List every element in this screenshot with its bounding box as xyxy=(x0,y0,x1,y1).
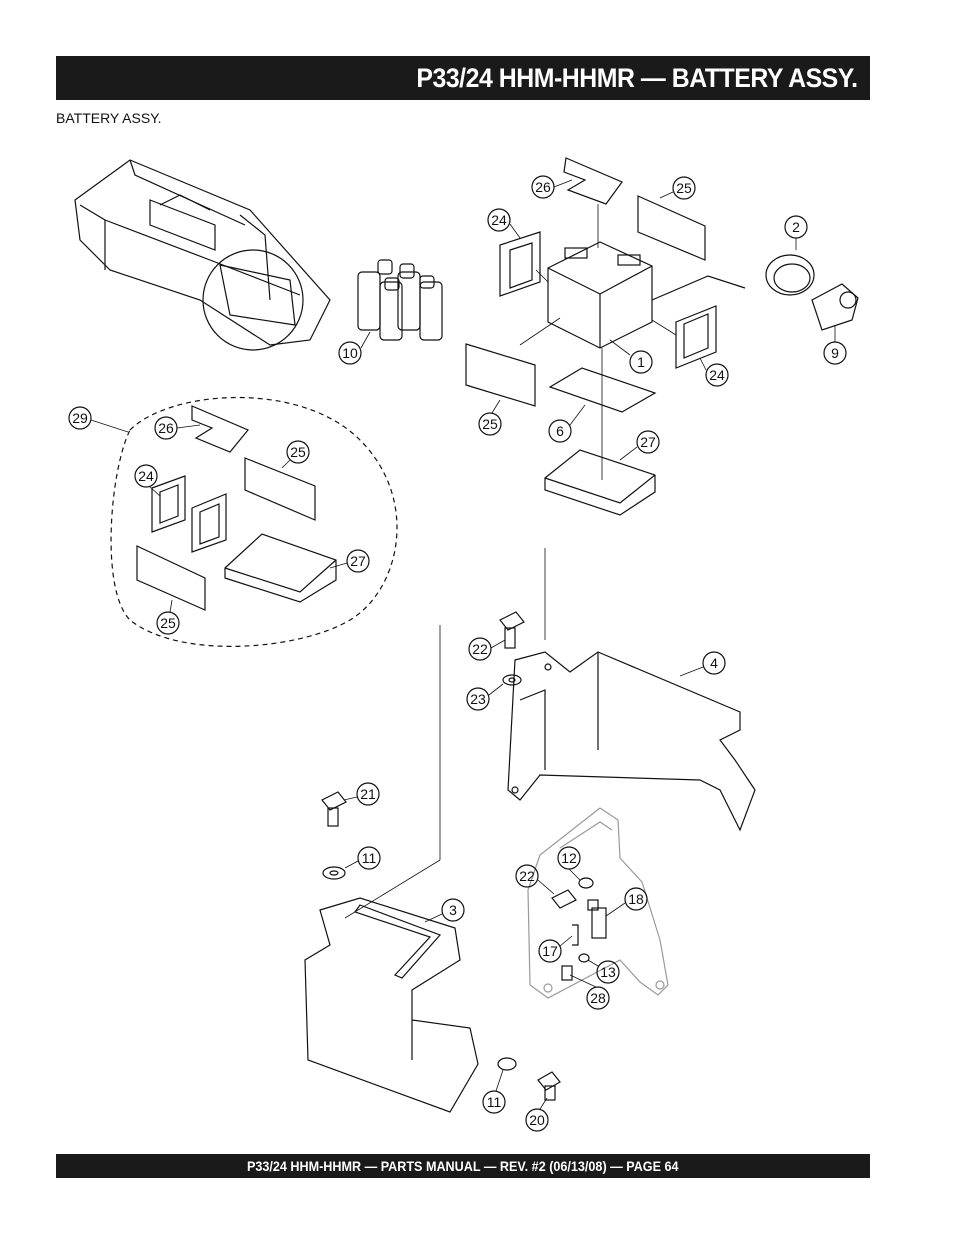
callout-9: 9 xyxy=(831,345,839,361)
bolt-22-bracket xyxy=(551,889,577,909)
bolt-21 xyxy=(321,791,347,827)
callout-17: 17 xyxy=(542,943,558,959)
callout-4: 4 xyxy=(710,655,718,671)
callout-27: 27 xyxy=(640,434,656,450)
callout-labels: 26 25 24 2 1 24 9 10 25 6 27 29 26 25 24… xyxy=(72,179,839,1128)
clip-17 xyxy=(572,924,579,946)
bolt-20 xyxy=(537,1071,561,1101)
callout-27: 27 xyxy=(350,553,366,569)
callout-22: 22 xyxy=(472,641,488,657)
callout-leaders xyxy=(90,179,836,1110)
callout-24: 24 xyxy=(491,212,507,228)
callout-3: 3 xyxy=(449,902,457,918)
callout-18: 18 xyxy=(628,891,644,907)
callout-21: 21 xyxy=(360,786,376,802)
callout-2: 2 xyxy=(792,219,800,235)
washer-11-top xyxy=(322,866,346,880)
tray-leader-lines xyxy=(344,548,546,919)
washer-23 xyxy=(502,674,522,686)
callout-circles xyxy=(68,175,847,1132)
callout-12: 12 xyxy=(561,850,577,866)
relay-18 xyxy=(587,899,607,939)
bolt-22 xyxy=(499,611,525,649)
callout-25: 25 xyxy=(160,615,176,631)
callout-26: 26 xyxy=(158,420,174,436)
header-bar: P33/24 HHM-HHMR — BATTERY ASSY. xyxy=(56,56,870,100)
battery-kit-group xyxy=(110,397,398,647)
battery-cover xyxy=(304,897,479,1113)
callout-29: 29 xyxy=(72,410,88,426)
battery-frame-left xyxy=(499,231,541,297)
relay-bracket xyxy=(527,807,669,999)
washer-12 xyxy=(578,877,594,889)
callout-10: 10 xyxy=(342,345,358,361)
callout-13: 13 xyxy=(600,964,616,980)
footer-bar: P33/24 HHM-HHMR — PARTS MANUAL — REV. #2… xyxy=(56,1154,870,1178)
battery xyxy=(547,241,653,349)
callout-6: 6 xyxy=(556,423,564,439)
callout-1: 1 xyxy=(637,354,645,370)
battery-pad-left xyxy=(465,343,536,407)
machine-overview-illustration xyxy=(74,159,331,351)
battery-sheet xyxy=(548,367,657,413)
assembly-leader-lines xyxy=(519,204,677,480)
section-subtitle: BATTERY ASSY. xyxy=(56,110,162,126)
callout-28: 28 xyxy=(590,990,606,1006)
battery-pad-top xyxy=(563,157,623,205)
callout-25: 25 xyxy=(676,180,692,196)
battery-pad-side-right xyxy=(637,195,706,261)
page-title: P33/24 HHM-HHMR — BATTERY ASSY. xyxy=(416,62,859,93)
callout-24: 24 xyxy=(709,367,725,383)
battery-base-pad xyxy=(544,449,656,516)
footer-text: P33/24 HHM-HHMR — PARTS MANUAL — REV. #2… xyxy=(247,1158,679,1174)
callout-20: 20 xyxy=(529,1112,545,1128)
battery-cell-caps xyxy=(357,259,443,341)
washer-13 xyxy=(578,953,590,963)
callout-23: 23 xyxy=(470,691,486,707)
battery-frame-right xyxy=(675,305,717,369)
battery-tray xyxy=(507,651,756,832)
callout-26: 26 xyxy=(535,179,551,195)
battery-cable xyxy=(651,254,815,301)
callout-25: 25 xyxy=(482,416,498,432)
callout-22: 22 xyxy=(519,868,535,884)
callout-11: 11 xyxy=(487,1094,502,1110)
washer-11-bottom xyxy=(497,1057,517,1071)
screw-28 xyxy=(561,965,573,981)
callout-11: 11 xyxy=(362,850,377,866)
callout-25: 25 xyxy=(290,444,306,460)
callout-24: 24 xyxy=(138,468,154,484)
battery-knob xyxy=(811,283,859,331)
